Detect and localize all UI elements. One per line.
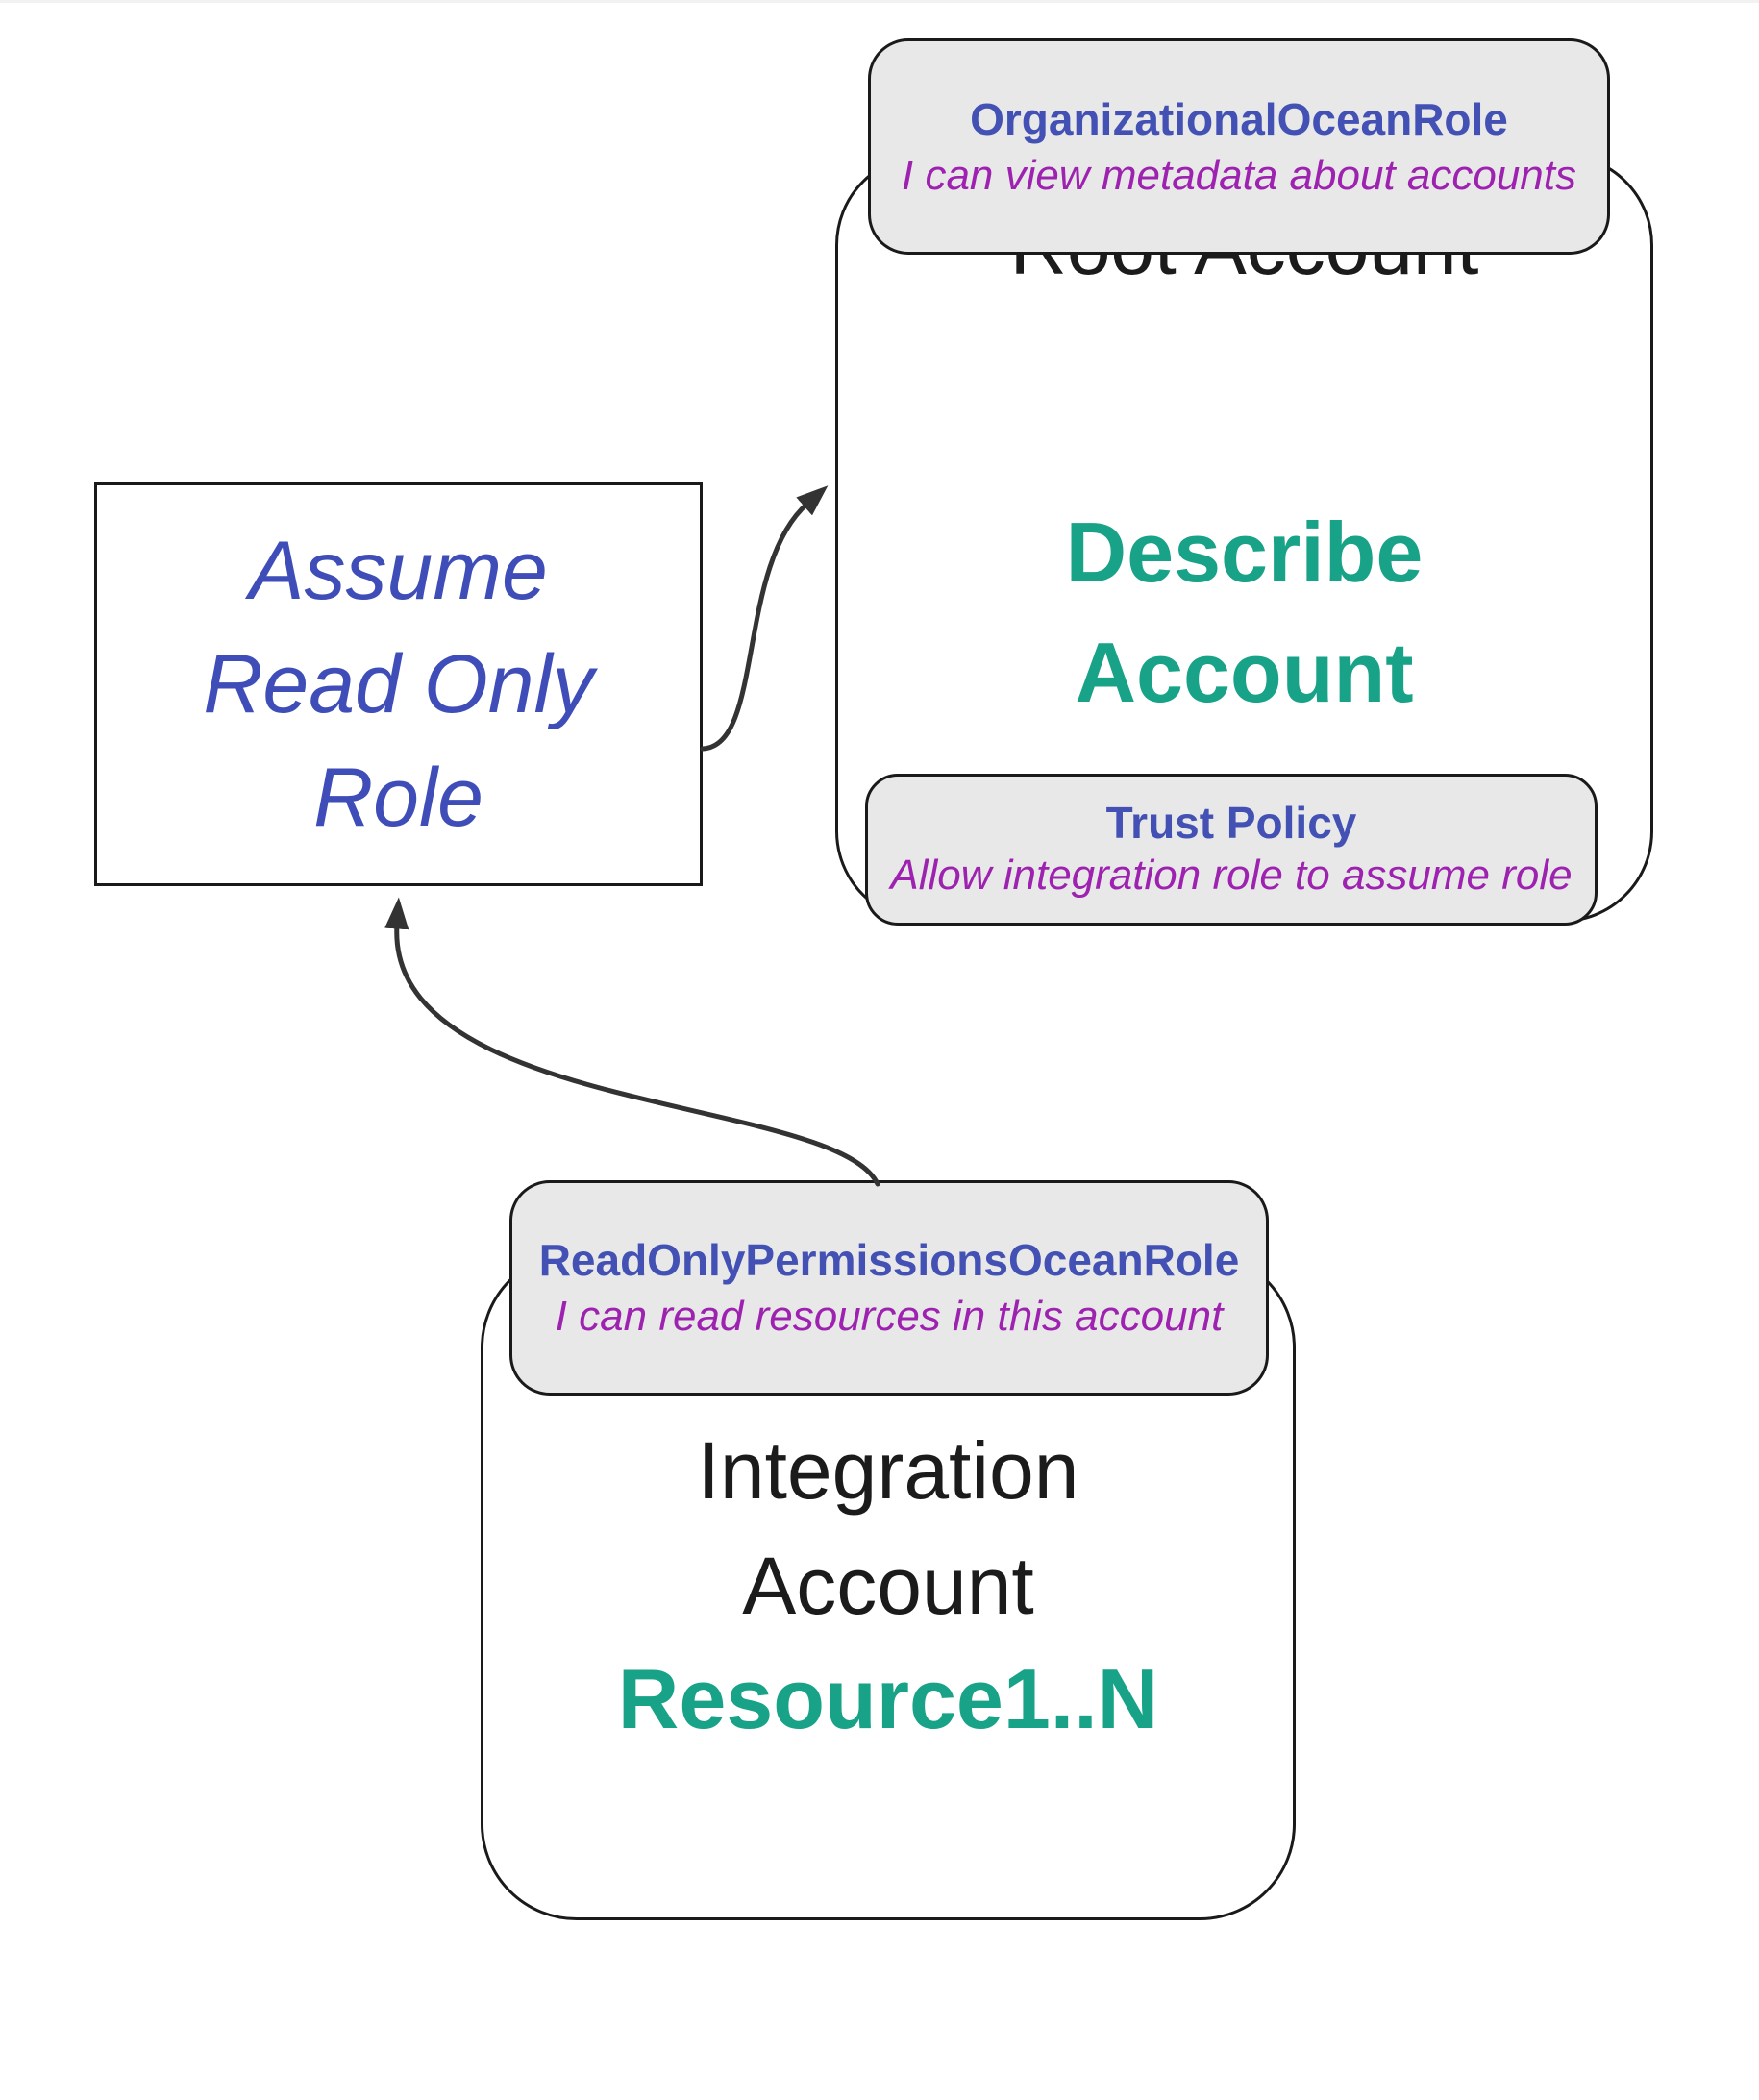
describe-line: Describe	[1065, 505, 1424, 600]
arrow-integration-to-assume	[384, 897, 880, 1187]
account-line2: Account	[742, 1541, 1034, 1631]
page-top-edge	[0, 0, 1759, 3]
assume-read-only-role-text: Assume Read Only Role	[94, 482, 703, 886]
describe-account-text: Describe Account	[835, 492, 1653, 732]
resources-text: Resource1..N	[617, 1651, 1159, 1746]
read-only-line: Read Only	[203, 638, 594, 730]
integration-line: Integration	[697, 1425, 1079, 1516]
organizational-ocean-role-title: OrganizationalOceanRole	[970, 93, 1508, 144]
trust-policy-title: Trust Policy	[1105, 798, 1357, 848]
organizational-ocean-role-badge: OrganizationalOceanRole I can view metad…	[868, 38, 1610, 255]
trust-policy-badge: Trust Policy Allow integration role to a…	[865, 774, 1598, 926]
account-line: Account	[1075, 625, 1414, 720]
organizational-ocean-role-subtitle: I can view metadata about accounts	[902, 151, 1576, 199]
role-line: Role	[313, 752, 483, 844]
arrow-assume-to-root	[700, 485, 829, 752]
integration-account-title: Integration Account	[481, 1413, 1296, 1643]
read-only-permissions-ocean-role-badge: ReadOnlyPermissionsOceanRole I can read …	[509, 1180, 1269, 1396]
assume-read-only-role-box	[94, 482, 703, 886]
read-only-permissions-ocean-role-title: ReadOnlyPermissionsOceanRole	[538, 1235, 1240, 1285]
read-only-permissions-ocean-role-subtitle: I can read resources in this account	[555, 1293, 1224, 1340]
trust-policy-subtitle: Allow integration role to assume role	[890, 852, 1573, 899]
assume-line: Assume	[249, 525, 548, 617]
